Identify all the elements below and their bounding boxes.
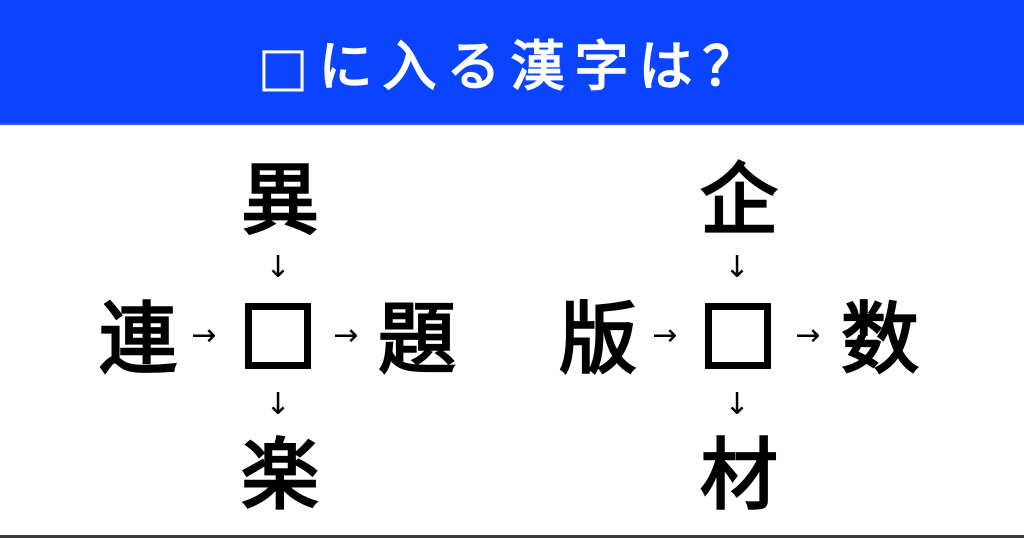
puzzle-1-top-kanji: 異 xyxy=(240,156,319,246)
arrow-right-icon: → xyxy=(652,318,678,353)
puzzle-1-blank-box[interactable] xyxy=(245,303,311,369)
title-banner: □に入る漢字は？ xyxy=(0,0,1024,125)
page-title: □に入る漢字は？ xyxy=(257,35,767,98)
puzzle-2-bottom-kanji: 材 xyxy=(699,431,778,521)
arrow-down-icon: ↓ xyxy=(265,387,291,422)
arrow-down-icon: ↓ xyxy=(724,387,750,422)
puzzle-2-blank-box[interactable] xyxy=(705,303,771,369)
arrow-right-icon: → xyxy=(795,318,821,353)
puzzle-1-left-kanji: 連 xyxy=(98,295,177,385)
puzzle-1-bottom-kanji: 楽 xyxy=(240,431,319,521)
puzzle-2-left-kanji: 版 xyxy=(558,295,637,385)
arrow-down-icon: ↓ xyxy=(265,250,291,285)
puzzle-2-top-kanji: 企 xyxy=(699,156,778,246)
arrow-right-icon: → xyxy=(333,318,359,353)
arrow-right-icon: → xyxy=(191,318,217,353)
puzzle-1-right-kanji: 題 xyxy=(377,295,456,385)
arrow-down-icon: ↓ xyxy=(724,250,750,285)
bottom-divider xyxy=(0,535,1024,538)
puzzle-2-right-kanji: 数 xyxy=(840,295,919,385)
